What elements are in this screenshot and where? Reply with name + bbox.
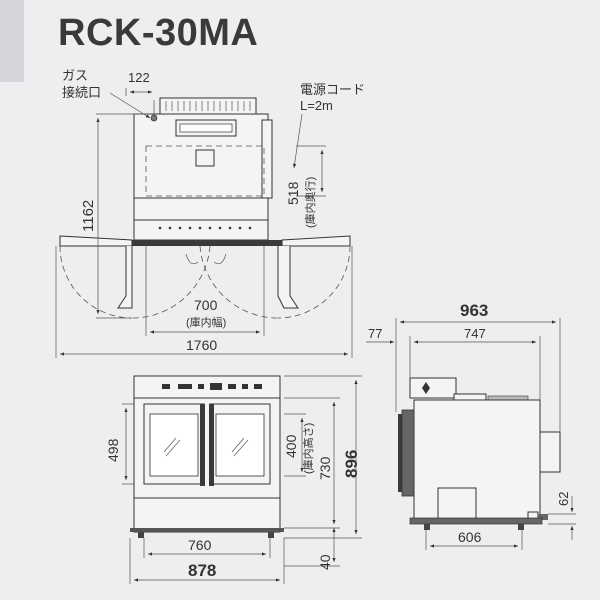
side-front-door-edge <box>401 409 415 497</box>
side-body <box>413 399 541 521</box>
right-leg <box>277 246 299 309</box>
dim-878: 878 <box>188 561 216 580</box>
front-right-foot <box>268 532 274 538</box>
dim-77: 77 <box>368 326 382 341</box>
control-band <box>133 219 269 241</box>
dim-700-note: (庫内幅) <box>186 315 226 329</box>
gas-connection-label: 接続口 <box>62 85 101 100</box>
left-leg <box>117 246 133 309</box>
dim-963: 963 <box>460 301 488 320</box>
control-buttons <box>162 383 262 390</box>
right-door-window <box>215 413 265 477</box>
chamber-outline <box>145 145 265 197</box>
dim-400-note: (庫内高さ) <box>301 423 315 474</box>
dim-700: 700 <box>194 297 218 313</box>
left-door-window <box>149 413 199 477</box>
side-view: 963 77 747 62 606 <box>366 301 576 550</box>
corner-tab <box>0 0 24 82</box>
power-cord-label: 電源コード <box>300 82 365 97</box>
dim-1162: 1162 <box>80 200 97 232</box>
diamond-icon <box>422 382 430 394</box>
left-inner-swing <box>131 245 211 319</box>
dim-40: 40 <box>317 554 333 570</box>
side-rear-foot <box>518 524 524 530</box>
right-door-swing <box>277 245 351 319</box>
dim-400: 400 <box>283 434 299 458</box>
dim-122: 122 <box>128 70 150 85</box>
side-panel <box>437 487 477 521</box>
front-base <box>133 497 281 533</box>
gas-connector-icon <box>150 114 158 122</box>
right-handle <box>209 404 214 486</box>
front-view: 498 400 (庫内高さ) 730 896 40 <box>105 375 362 584</box>
right-door-open <box>281 235 351 247</box>
gas-label: ガス <box>62 68 88 83</box>
model-title: RCK-30MA <box>58 12 259 54</box>
left-door-swing <box>59 245 133 319</box>
dim-730: 730 <box>317 456 333 480</box>
cord-length-label: L=2m <box>300 98 333 113</box>
left-door-open <box>59 235 133 247</box>
control-dots <box>158 226 252 230</box>
side-rail <box>261 119 273 199</box>
front-left-foot <box>138 532 144 538</box>
top-view: 122 ガス 接続口 電源コード L=2m 1162 518 (庫内奥行) <box>55 68 365 358</box>
side-rear-box <box>539 431 561 473</box>
dim-747: 747 <box>464 326 486 341</box>
dim-896: 896 <box>342 450 361 478</box>
dim-518: 518 <box>285 181 301 205</box>
dim-606: 606 <box>458 529 482 545</box>
right-inner-swing <box>199 245 279 319</box>
front-bar <box>132 240 282 246</box>
dim-760: 760 <box>188 537 212 553</box>
dim-498: 498 <box>105 438 121 462</box>
dim-62: 62 <box>556 492 571 506</box>
fan-box <box>195 149 215 167</box>
side-front-foot <box>424 524 430 530</box>
left-handle <box>200 404 205 486</box>
vent-slats <box>165 101 251 111</box>
dim-1760: 1760 <box>186 337 217 353</box>
side-top-unit <box>409 377 457 399</box>
door-band <box>133 197 269 221</box>
dim-518-note: (庫内奥行) <box>303 177 317 228</box>
